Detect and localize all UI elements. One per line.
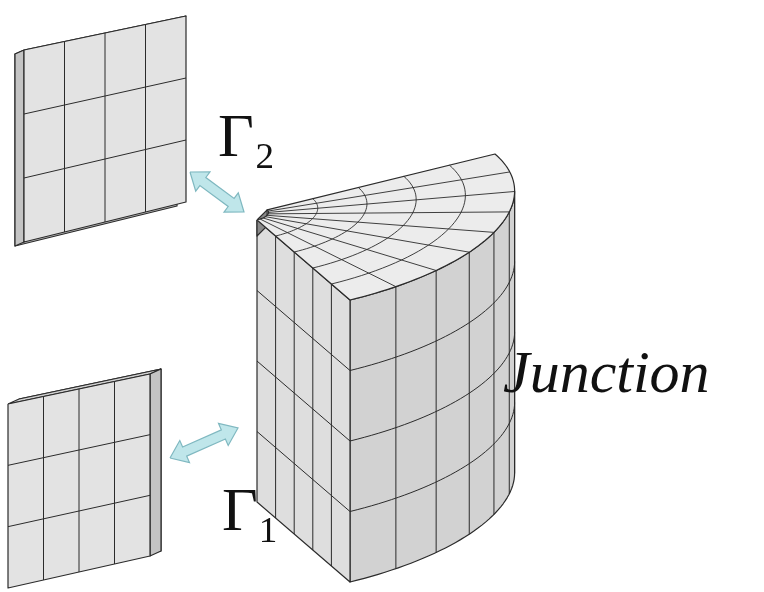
mesh-line bbox=[331, 165, 465, 284]
plate-face bbox=[8, 374, 150, 588]
top-face bbox=[257, 154, 515, 300]
mesh-line bbox=[350, 332, 515, 441]
mesh-line bbox=[269, 191, 515, 212]
interface-arrow bbox=[170, 423, 238, 462]
mesh-line bbox=[24, 140, 186, 178]
plate-edge bbox=[15, 50, 24, 246]
mesh-line bbox=[276, 199, 318, 236]
mesh-line bbox=[313, 176, 416, 268]
mesh-line bbox=[268, 172, 510, 211]
mesh-line bbox=[24, 78, 186, 114]
mesh-line bbox=[114, 382, 115, 565]
mesh-line bbox=[8, 495, 150, 526]
plate-face bbox=[24, 16, 186, 242]
mesh-line bbox=[267, 215, 494, 232]
lower-plate bbox=[8, 369, 161, 588]
mesh-line bbox=[265, 217, 469, 253]
interface-label: Γ₂ bbox=[218, 104, 275, 166]
mesh-line bbox=[257, 361, 350, 441]
interface-arrow bbox=[190, 172, 244, 212]
mesh-line bbox=[43, 397, 44, 581]
plate-edge bbox=[150, 369, 161, 556]
junction-block bbox=[257, 154, 515, 582]
mesh-line bbox=[145, 25, 146, 213]
mesh-line bbox=[257, 291, 350, 371]
mesh-line bbox=[350, 402, 515, 511]
part-label: Junction bbox=[503, 342, 710, 402]
mesh-line bbox=[260, 219, 396, 287]
mesh-line bbox=[8, 435, 150, 466]
upper-plate bbox=[15, 16, 186, 246]
interface-label: Γ₁ bbox=[222, 478, 279, 540]
mesh-line bbox=[64, 42, 65, 233]
mesh-line bbox=[268, 212, 509, 214]
mesh-line bbox=[294, 187, 367, 252]
mesh-line bbox=[79, 389, 80, 572]
mesh-line bbox=[105, 33, 106, 222]
